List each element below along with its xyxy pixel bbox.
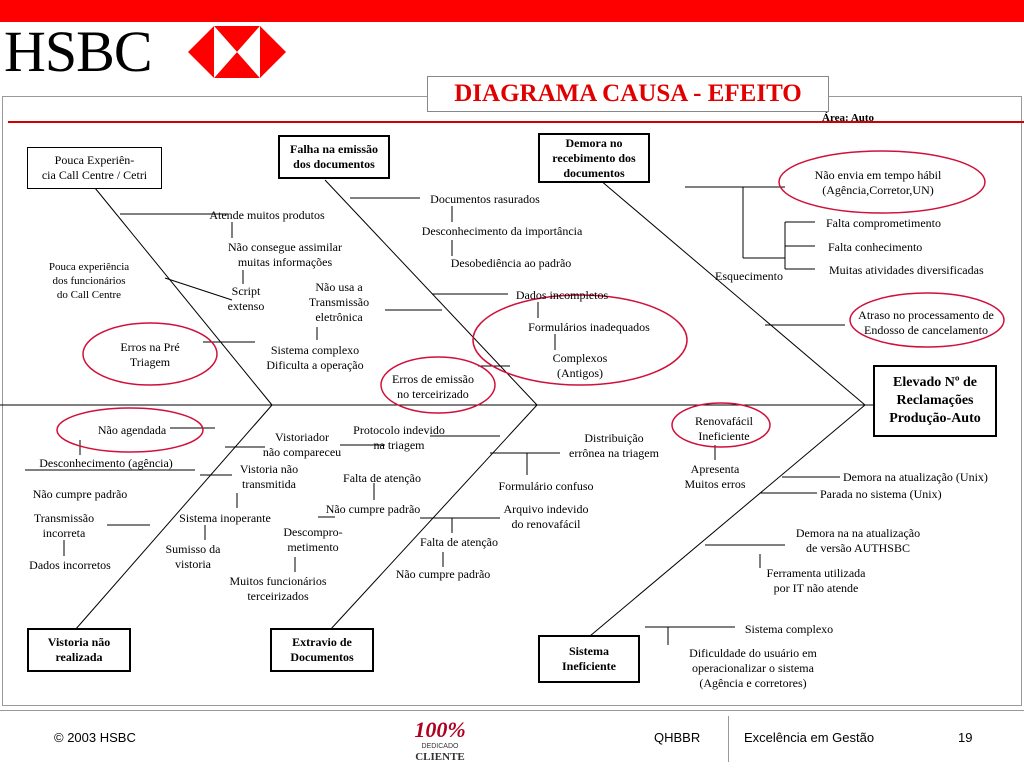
- footer-code: QHBBR: [654, 730, 701, 745]
- cause-esquecimento: Esquecimento: [715, 269, 783, 283]
- cause-desobediencia: Desobediência ao padrão: [450, 256, 572, 270]
- cause-sistema-inoperante: Sistema inoperante: [179, 511, 271, 525]
- cause-nao-cumpre-padrao-3: Não cumpre padrão: [395, 567, 491, 581]
- cause-falta-comprometimento: Falta comprometimento: [826, 216, 941, 230]
- header-divider: [8, 121, 1024, 123]
- footer-section: Excelência em Gestão: [744, 730, 875, 745]
- cause-nao-envia: Não envia em tempo hábil(Agência,Correto…: [814, 168, 942, 197]
- cause-complexos: Complexos(Antigos): [552, 351, 608, 380]
- footer-copyright: © 2003 HSBC: [54, 730, 136, 745]
- cause-formulario-confuso: Formulário confuso: [498, 479, 594, 493]
- cause-demora-unix: Demora na atualização (Unix): [843, 470, 988, 484]
- cause-dados-incorretos: Dados incorretos: [29, 558, 111, 572]
- cause-desconhecimento-agencia: Desconhecimento (agência): [39, 456, 173, 470]
- footer-divider: [0, 710, 1024, 711]
- cause-sistema-complexo: Sistema complexo: [744, 622, 834, 636]
- cause-nao-agendada: Não agendada: [97, 423, 167, 437]
- cause-parada-unix: Parada no sistema (Unix): [820, 487, 942, 501]
- cause-desconhecimento-importancia: Desconhecimento da importância: [421, 224, 583, 238]
- footer-page-number: 19: [958, 730, 973, 745]
- cause-falta-conhecimento: Falta conhecimento: [828, 240, 923, 254]
- hsbc-logo-text: HSBC: [4, 19, 153, 84]
- cause-falta-atencao-1: Falta de atenção: [343, 471, 421, 485]
- cause-dados-incompletos: Dados incompletos: [515, 288, 609, 302]
- cause-docs-rasurados: Documentos rasurados: [430, 192, 540, 206]
- top-red-bar: [0, 0, 1024, 22]
- cause-nao-cumpre-padrao-1: Não cumpre padrão: [32, 487, 128, 501]
- category-pouca-experiencia: Pouca Experiên-cia Call Centre / Cetri: [27, 147, 162, 189]
- area-label: Área: Auto: [822, 112, 875, 124]
- hsbc-hexagon-logo-icon: [188, 26, 286, 78]
- cause-nao-cumpre-padrao-2: Não cumpre padrão: [325, 502, 421, 516]
- cause-formularios-inadequados: Formulários inadequados: [528, 320, 650, 334]
- cause-descomprometimento: Descompro-metimento: [283, 525, 343, 554]
- footer-separator: [728, 716, 729, 762]
- cause-muitas-atividades: Muitas atividades diversificadas: [829, 263, 984, 277]
- cause-falta-atencao-2: Falta de atenção: [420, 535, 498, 549]
- cause-atende-muitos: Atende muitos produtos: [209, 208, 325, 222]
- diagram-title: DIAGRAMA CAUSA - EFEITO: [427, 76, 829, 112]
- footer-100-badge-logo: 100% DEDICADO CLIENTE: [414, 717, 466, 764]
